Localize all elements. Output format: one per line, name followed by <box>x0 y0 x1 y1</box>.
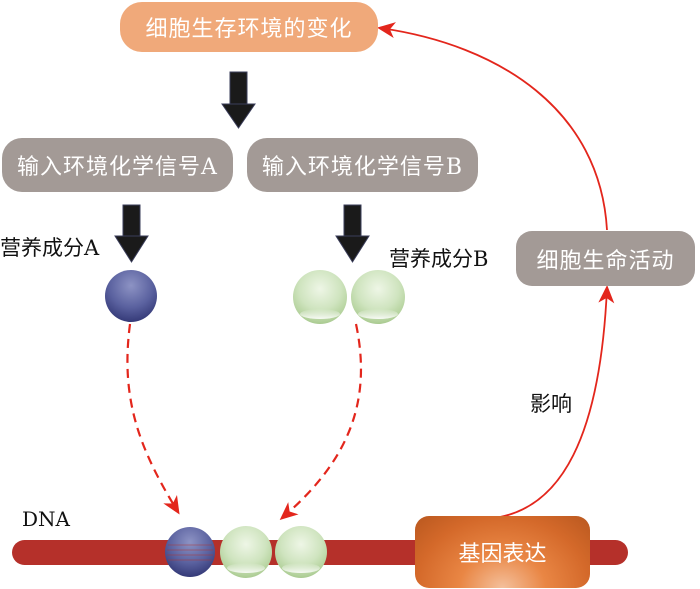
signal-a-box: 输入环境化学信号A <box>2 138 233 192</box>
binding-arrow-a <box>126 323 180 515</box>
nutrient-a-sphere <box>105 270 157 322</box>
environment-change-box: 细胞生存环境的变化 <box>120 2 378 52</box>
bound-nutrient-b-sphere <box>220 526 272 578</box>
gene-expression-box: 基因表达 <box>415 516 590 588</box>
influence-label: 影响 <box>530 392 572 416</box>
bound-nutrient-b-sphere <box>275 526 327 578</box>
feedback-arrow <box>377 22 608 231</box>
signal-a-label: 输入环境化学信号A <box>17 155 218 180</box>
influence-arrow <box>499 285 615 518</box>
nutrient-b-label: 营养成分B <box>389 247 489 271</box>
nutrient-b-sphere <box>351 270 405 324</box>
environment-change-label: 细胞生存环境的变化 <box>145 17 353 42</box>
arrow-down-signal-b <box>335 204 370 263</box>
nutrient-a-label: 营养成分A <box>0 236 100 260</box>
gene-expression-label: 基因表达 <box>458 542 547 567</box>
arrow-down-signal-a <box>114 204 149 263</box>
dna-label: DNA <box>22 507 70 531</box>
nutrient-b-sphere <box>293 270 347 324</box>
binding-arrow-b <box>279 323 363 520</box>
cell-life-activity-label: 细胞生命活动 <box>536 248 675 274</box>
cell-life-activity-box: 细胞生命活动 <box>516 231 695 286</box>
signal-b-label: 输入环境化学信号B <box>261 155 464 180</box>
arrow-down-main <box>221 71 256 129</box>
signal-b-box: 输入环境化学信号B <box>247 138 478 192</box>
bound-nutrient-a-sphere <box>165 527 215 577</box>
